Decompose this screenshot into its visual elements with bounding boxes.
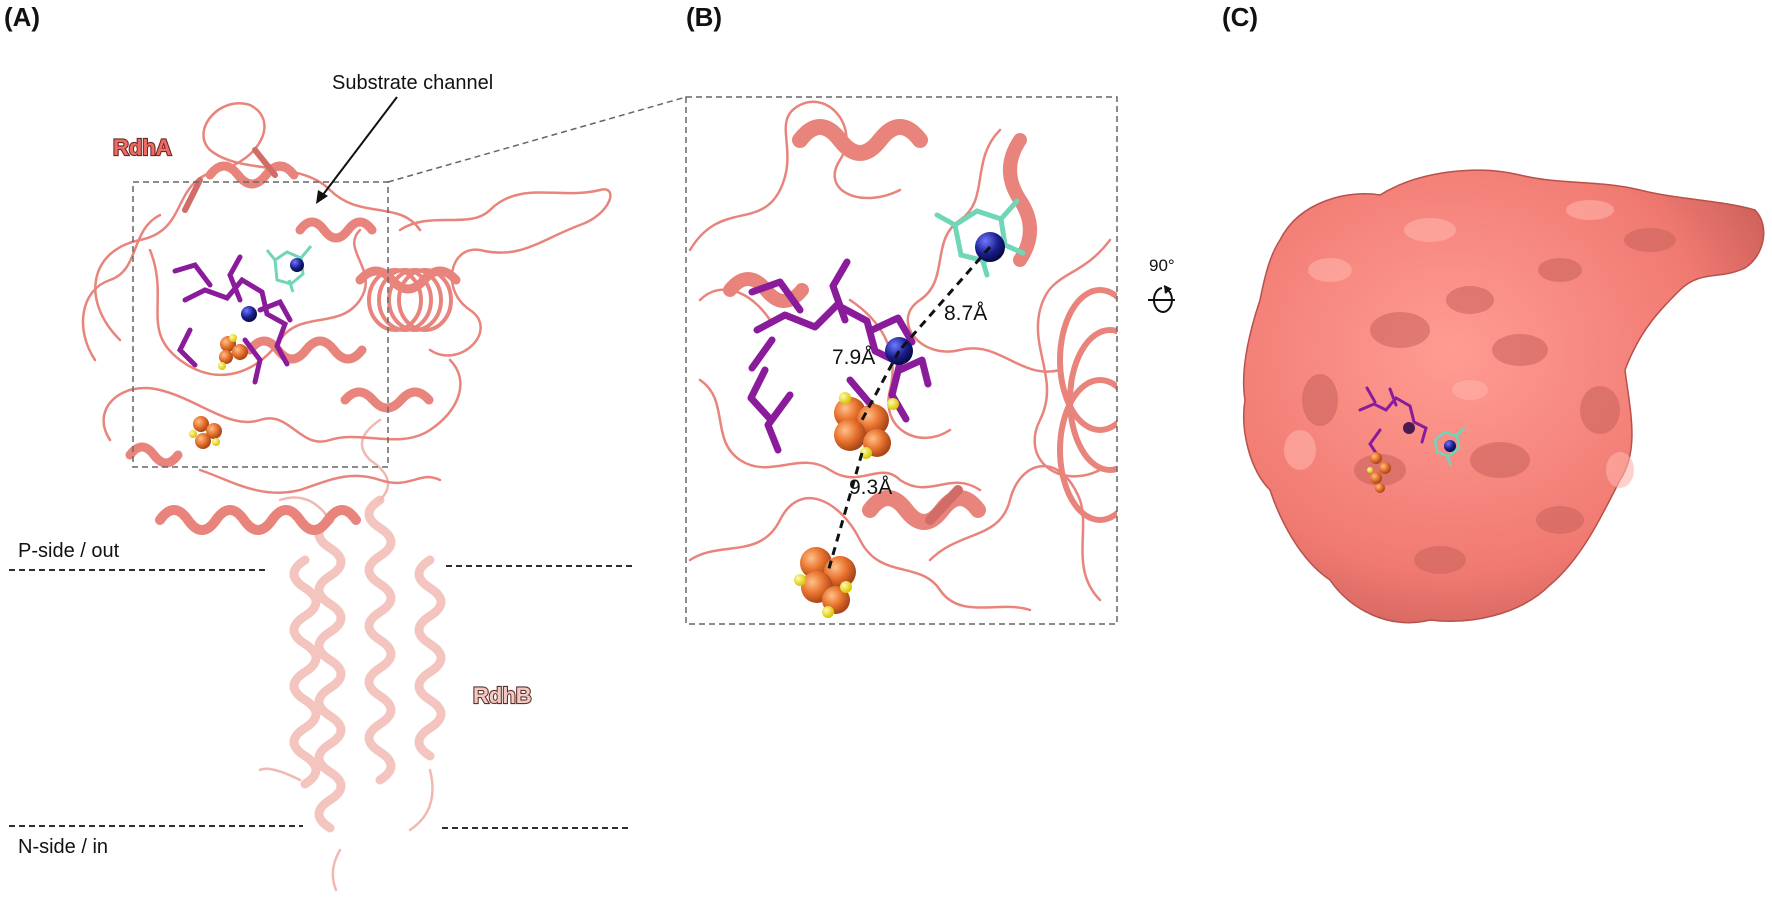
rdha-spiral [367,268,453,332]
rotation-indicator: 90° [1148,256,1175,313]
fes-cluster-zoom-2 [794,547,856,618]
panel-c [1242,169,1765,624]
rdhb-loop-1 [258,767,434,892]
rdhb-helix-1 [314,515,346,833]
n-side-boundary [9,825,632,829]
fes-cluster-a1 [218,334,248,370]
rdha-helix-2 [355,266,461,294]
rdha-helix-3 [205,161,299,189]
rdha-helix-4 [245,336,367,364]
rdha-label: RdhA [113,135,172,160]
cofactor-cobalamin-a [172,254,293,385]
panel-label-c: (C) [1222,2,1258,32]
rdhb-helices [258,418,446,892]
rdhb-helix-4 [414,555,446,761]
rdha-coil-3 [102,358,462,443]
panel-label-a: (A) [4,2,40,32]
distance-label-2: 7.9Å [832,346,875,369]
substrate-channel-label: Substrate channel [332,72,493,94]
panel-label-b: (B) [686,2,722,32]
cobalt-atom-c-2 [1444,440,1456,452]
zoom-connector-lines [387,96,687,183]
rdhb-label: RdhB [473,683,532,708]
rotation-angle: 90° [1149,256,1175,275]
n-side-label: N-side / in [18,836,108,858]
zoom-helix-1 [792,119,928,161]
rdha-strand-1 [252,147,278,178]
ligand-a [265,245,313,293]
rdha-helix-7 [295,217,377,243]
cobalamin-zoom [747,258,932,454]
rdha-coil-2 [398,188,612,357]
rdha-ribbon [81,102,612,535]
zoom-strand-1 [925,485,963,525]
fes-cluster-c [1367,452,1391,493]
rdhb-helix-2 [364,495,396,785]
rdha-helix-5 [340,387,434,413]
ligand-c [1433,427,1466,467]
distance-lines [826,246,992,573]
distance-label-3: 9.3Å [849,476,892,499]
zoom-frame-b [685,96,1118,625]
surface-highlights [1284,200,1634,488]
protein-surface [1242,169,1765,624]
p-side-boundary [9,565,635,571]
fes-cluster-zoom-1 [834,392,899,459]
rdha-coil-5 [198,468,442,494]
rdha-helix-1 [155,505,361,535]
panel-a: Substrate channel RdhA RdhB P-side / out… [9,72,687,892]
panel-b: 8.7Å 7.9Å 9.3Å [685,96,1118,625]
ligand-zoom [934,198,1026,278]
zoom-spiral [1057,287,1117,523]
rotation-icon [1148,285,1175,313]
zoom-coil-3 [906,128,1062,373]
substrate-channel-arrow [316,96,398,204]
zoom-helix-4 [1003,133,1037,267]
rdha-helix-6 [125,442,183,468]
rdha-coil-6 [81,213,162,362]
zoom-coil-4 [688,497,1032,612]
rdhb-helix-3 [289,555,321,789]
fes-cluster-a2 [189,416,222,449]
cobalt-atom-a [241,306,257,322]
cobalt-atom-c-1 [1403,422,1415,434]
cobalt-atom-ligand-a [290,258,304,272]
surface-shading [1302,228,1676,574]
zoom-coil-7 [928,465,1102,602]
zoom-coil-1 [688,100,902,252]
distance-label-1: 8.7Å [944,302,987,325]
zoom-coil-2 [698,378,982,492]
cofactor-cobalamin-c [1358,386,1428,458]
rdha-strand-2 [182,177,203,213]
zoom-helix-2 [862,490,986,530]
p-side-label: P-side / out [18,540,120,562]
